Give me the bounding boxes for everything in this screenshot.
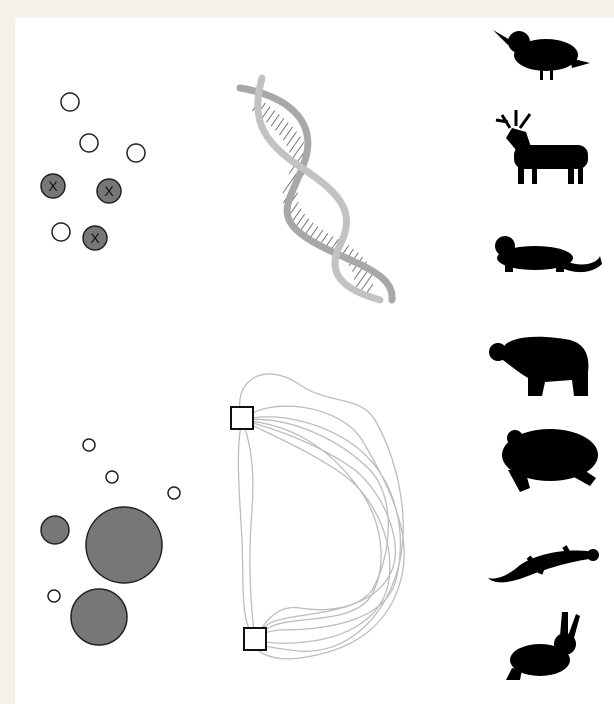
small-open-circle xyxy=(48,590,60,602)
large-filled-circle xyxy=(86,507,162,583)
movement-paths xyxy=(238,374,404,659)
sized-circles-group xyxy=(41,439,180,645)
medium-filled-circle xyxy=(41,516,69,544)
open-circle xyxy=(52,223,70,241)
salamander-icon xyxy=(488,545,599,582)
large-filled-circle xyxy=(71,589,127,645)
marked-individuals-group: X X X xyxy=(41,93,145,250)
weasel-icon xyxy=(495,236,602,272)
deer-icon xyxy=(496,110,588,184)
small-open-circle xyxy=(83,439,95,451)
frog-icon xyxy=(502,429,598,492)
end-square xyxy=(244,628,266,650)
open-circle xyxy=(61,93,79,111)
open-circle xyxy=(80,134,98,152)
start-square xyxy=(231,407,253,429)
dna-helix-icon xyxy=(240,78,392,300)
small-open-circle xyxy=(168,487,180,499)
small-open-circle xyxy=(106,471,118,483)
bear-icon xyxy=(489,337,588,396)
x-mark: X xyxy=(104,183,114,199)
open-circle xyxy=(127,144,145,162)
x-mark: X xyxy=(90,230,100,246)
bird-icon xyxy=(493,30,590,80)
x-mark: X xyxy=(48,178,58,194)
rabbit-icon xyxy=(506,612,580,680)
